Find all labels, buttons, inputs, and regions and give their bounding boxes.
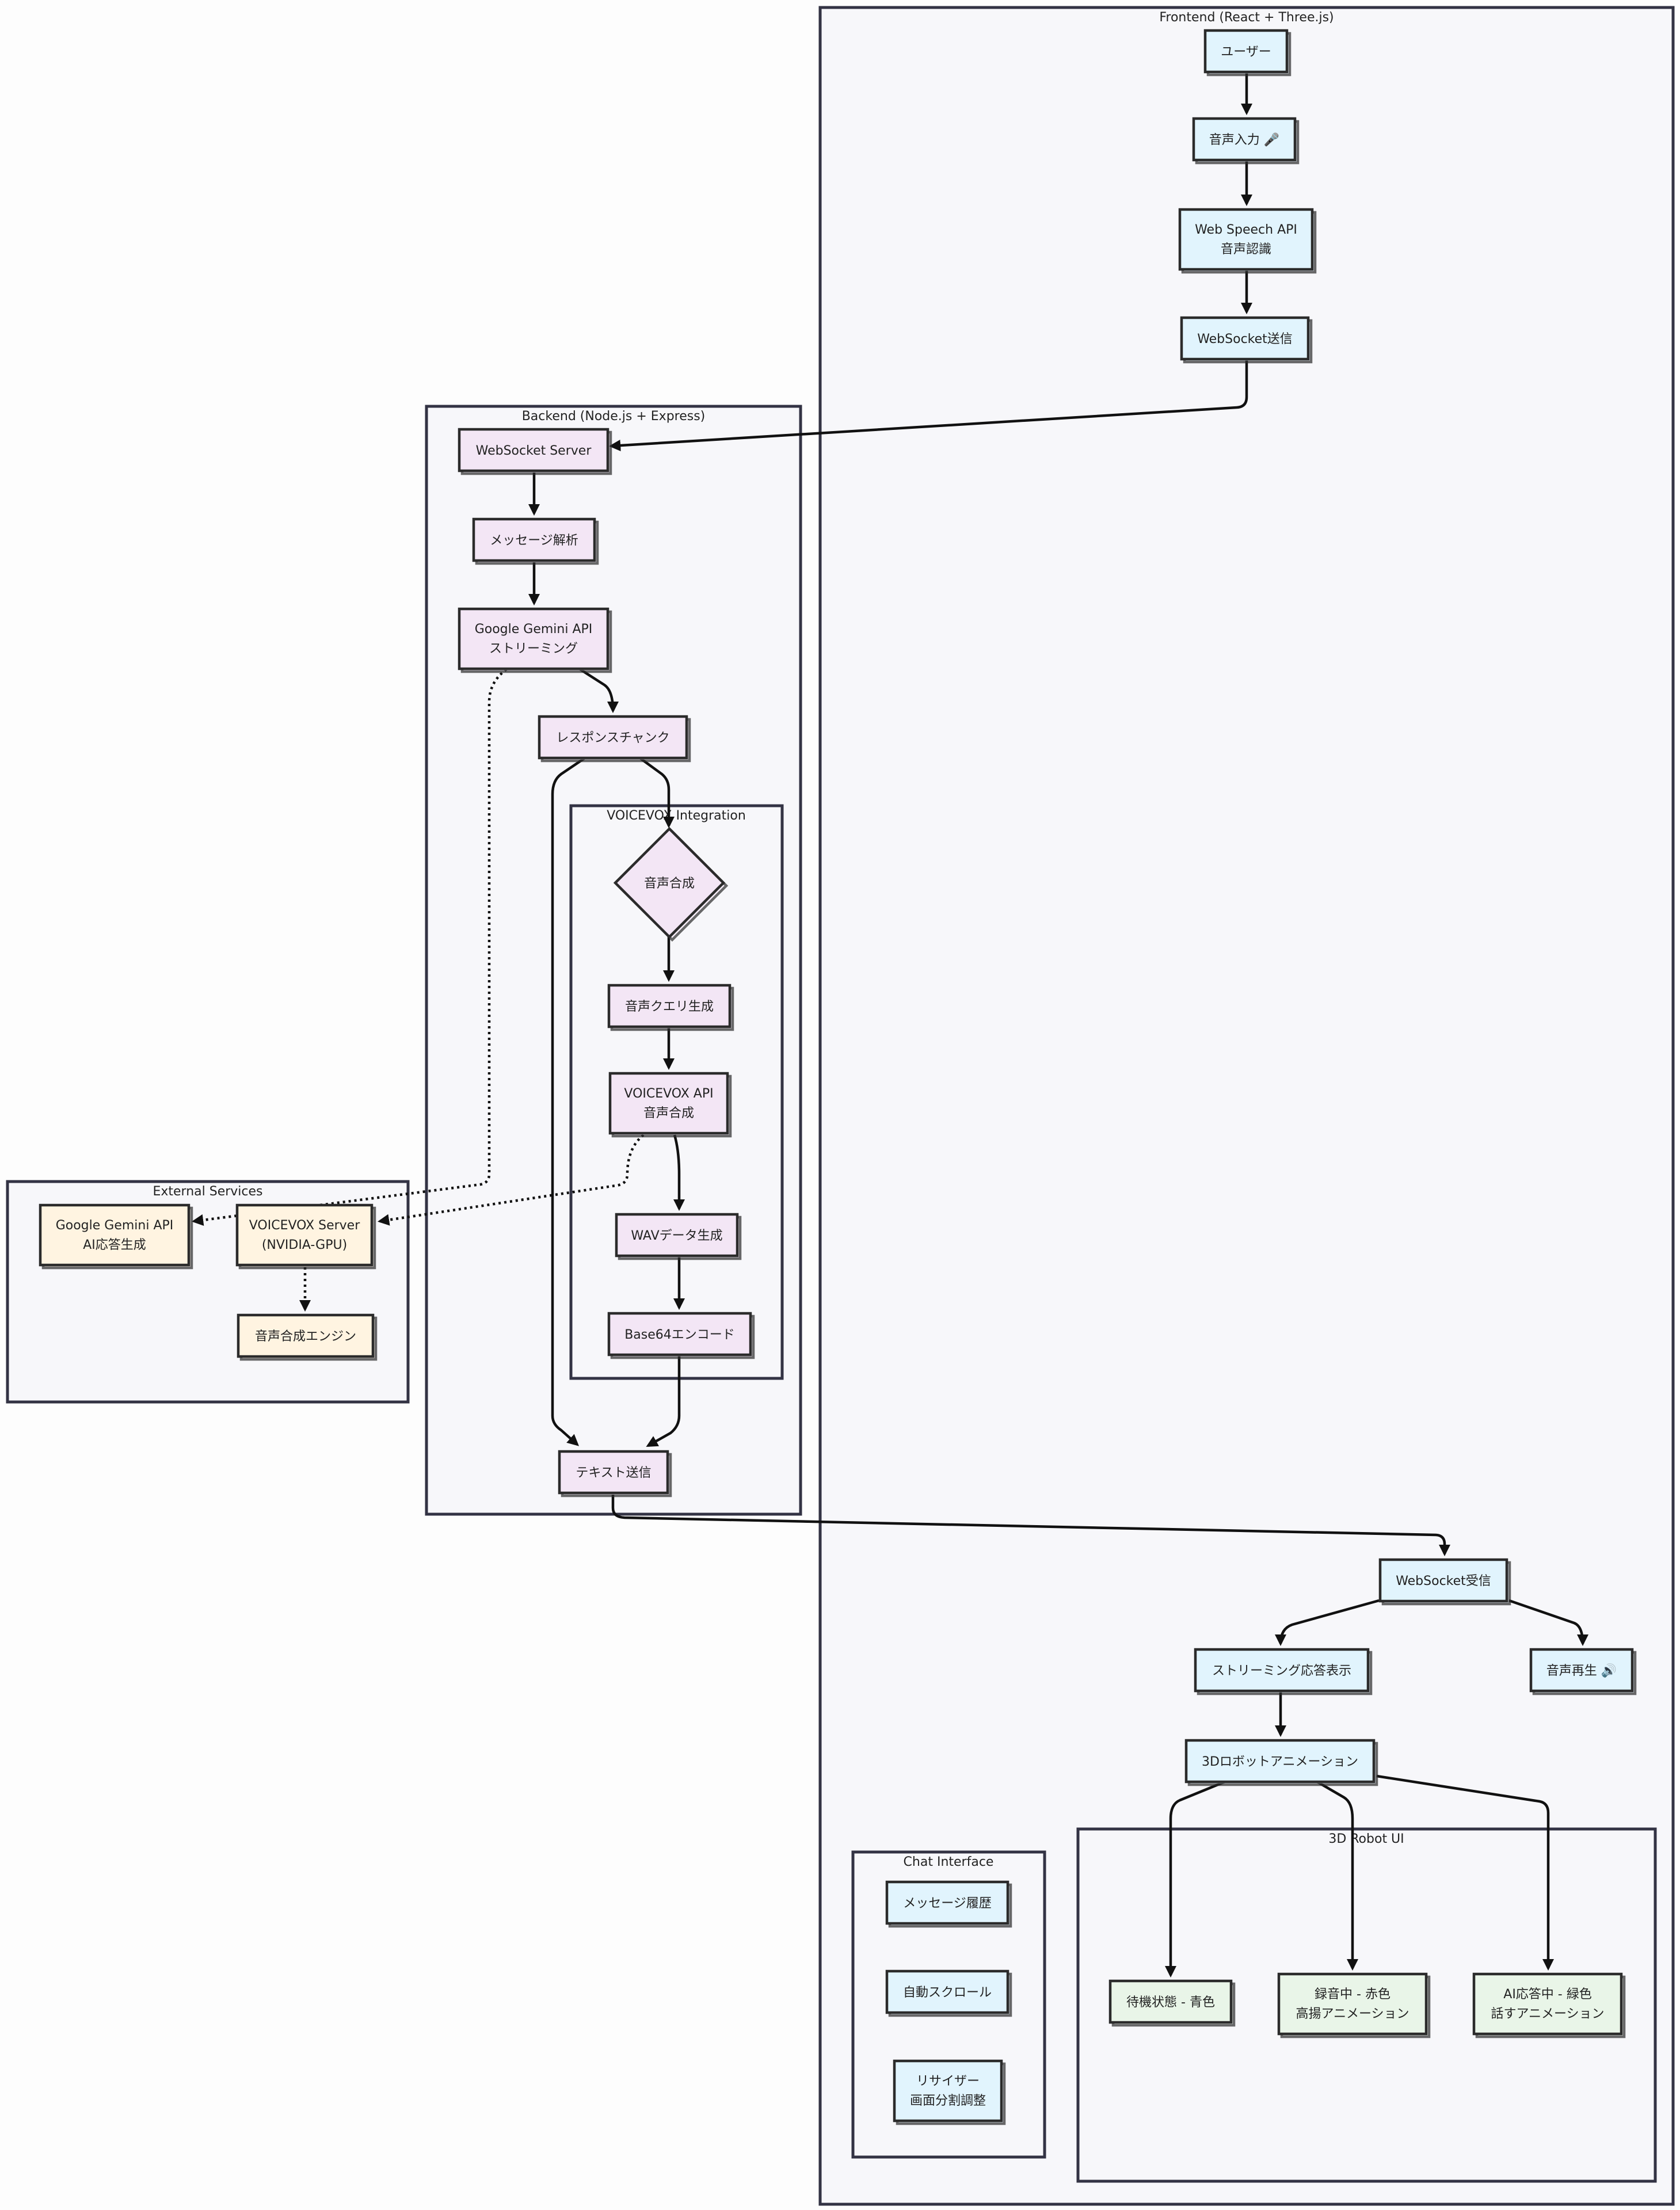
node-gemini-stream: Google Gemini API ストリーミング <box>458 607 612 673</box>
edge-chunk-synth <box>639 757 675 829</box>
node-ext-gemini-line1: Google Gemini API <box>56 1218 174 1233</box>
node-ai-responding-line2: 話すアニメーション <box>1491 2007 1604 2021</box>
cluster-external-label: External Services <box>153 1184 262 1199</box>
edge-voicevox-api-wav <box>673 1134 685 1211</box>
edge-ws-send-ws-server <box>608 359 1248 452</box>
node-resizer: リサイザー 画面分割調整 <box>893 2059 1006 2125</box>
node-wav-gen: WAVデータ生成 <box>615 1213 742 1260</box>
node-audio-query: 音声クエリ生成 <box>607 984 734 1031</box>
node-auto-scroll: 自動スクロール <box>885 1969 1012 2017</box>
node-audio-query-line1: 音声クエリ生成 <box>625 1000 714 1014</box>
edge-voicevox-api-ext-voicevox <box>377 1134 645 1226</box>
node-wav-gen-line1: WAVデータ生成 <box>631 1229 722 1243</box>
node-ext-voicevox-line1: VOICEVOX Server <box>249 1218 360 1233</box>
node-stream-display-line1: ストリーミング応答表示 <box>1212 1664 1351 1678</box>
edge-gemini-ext-gemini <box>191 668 508 1226</box>
node-voicevox-api-line1: VOICEVOX API <box>624 1087 713 1101</box>
node-recording-line1: 録音中 - 赤色 <box>1315 1987 1391 2002</box>
node-resizer-line1: リサイザー <box>916 2074 980 2089</box>
node-voicevox-api: VOICEVOX API 音声合成 <box>608 1072 732 1138</box>
node-robot-anim-line1: 3Dロボットアニメーション <box>1202 1755 1358 1769</box>
node-ext-voicevox: VOICEVOX Server (NVIDIA-GPU) <box>235 1203 376 1270</box>
node-synth-engine-line1: 音声合成エンジン <box>255 1329 356 1344</box>
node-base64: Base64エンコード <box>607 1312 755 1359</box>
edge-robot-anim-recording <box>1314 1780 1359 1971</box>
node-gemini-stream-line1: Google Gemini API <box>475 622 593 637</box>
node-base64-line1: Base64エンコード <box>624 1328 735 1342</box>
node-recording: 録音中 - 赤色 高揚アニメーション <box>1277 1972 1431 2038</box>
node-ws-receive: WebSocket受信 <box>1378 1558 1511 1606</box>
edge-robot-anim-ai <box>1376 1774 1555 1971</box>
edge-gemini-response-chunk <box>579 668 619 714</box>
node-voicevox-api-line2: 音声合成 <box>643 1106 694 1121</box>
node-ai-responding: AI応答中 - 緑色 話すアニメーション <box>1472 1972 1626 2038</box>
edge-chunk-text-send <box>551 757 585 1446</box>
node-audio-play-line1: 音声再生 🔊 <box>1546 1663 1617 1678</box>
node-text-send-line1: テキスト送信 <box>576 1466 651 1480</box>
cluster-voicevox-label: VOICEVOX Integration <box>607 809 746 823</box>
node-resizer-line2: 画面分割調整 <box>910 2094 986 2108</box>
node-ws-server-line1: WebSocket Server <box>476 444 592 458</box>
node-msg-history-line1: メッセージ履歴 <box>903 1896 992 1911</box>
node-recording-line2: 高揚アニメーション <box>1296 2007 1409 2021</box>
node-response-chunk: レスポンスチャンク <box>538 715 691 763</box>
node-voice-input-line1: 音声入力 🎤 <box>1209 132 1279 147</box>
node-ws-send-line1: WebSocket送信 <box>1197 332 1293 346</box>
node-gemini-stream-line2: ストリーミング <box>489 642 578 656</box>
node-ai-responding-line1: AI応答中 - 緑色 <box>1503 1987 1591 2002</box>
node-synth-decision-line1: 音声合成 <box>644 877 695 891</box>
cluster-frontend-label: Frontend (React + Three.js) <box>1159 10 1334 25</box>
node-idle: 待機状態 - 青色 <box>1108 1979 1236 2027</box>
cluster-backend-label: Backend (Node.js + Express) <box>522 409 706 424</box>
node-response-chunk-line1: レスポンスチャンク <box>556 731 669 745</box>
edge-ws-receive-stream-display <box>1274 1599 1380 1647</box>
cluster-chat-label: Chat Interface <box>904 1855 994 1869</box>
node-idle-line1: 待機状態 - 青色 <box>1126 1995 1215 2010</box>
node-user-line1: ユーザー <box>1221 45 1271 59</box>
node-ext-voicevox-line2: (NVIDIA-GPU) <box>262 1238 347 1252</box>
node-msg-history: メッセージ履歴 <box>885 1880 1012 1928</box>
edge-robot-anim-idle <box>1164 1779 1228 1978</box>
node-voice-input: 音声入力 🎤 <box>1192 117 1300 165</box>
node-synth-engine: 音声合成エンジン <box>237 1313 378 1361</box>
node-ws-server: WebSocket Server <box>458 428 612 475</box>
node-web-speech-line1: Web Speech API <box>1195 223 1297 237</box>
node-user: ユーザー <box>1203 29 1292 77</box>
node-ext-gemini-line2: AI応答生成 <box>83 1238 146 1252</box>
edge-text-send-ws-receive <box>611 1495 1451 1557</box>
node-robot-anim: 3Dロボットアニメーション <box>1184 1739 1378 1786</box>
node-stream-display: ストリーミング応答表示 <box>1194 1648 1373 1695</box>
node-audio-play: 音声再生 🔊 <box>1529 1648 1637 1695</box>
node-text-send: テキスト送信 <box>558 1450 672 1498</box>
node-msg-parse-line1: メッセージ解析 <box>490 534 578 548</box>
edge-ws-receive-audio-play <box>1508 1599 1589 1647</box>
cluster-robot-label: 3D Robot UI <box>1328 1832 1404 1846</box>
edges <box>191 73 1589 1978</box>
node-web-speech: Web Speech API 音声認識 <box>1178 208 1317 274</box>
node-web-speech-line2: 音声認識 <box>1221 242 1271 257</box>
node-ws-receive-line1: WebSocket受信 <box>1396 1574 1491 1588</box>
node-msg-parse: メッセージ解析 <box>472 517 599 565</box>
node-ext-gemini: Google Gemini API AI応答生成 <box>39 1203 193 1270</box>
node-synth-decision: 音声合成 <box>613 826 729 942</box>
node-auto-scroll-line1: 自動スクロール <box>903 1986 992 2000</box>
node-ws-send: WebSocket送信 <box>1180 316 1313 364</box>
edge-base64-text-send <box>646 1355 681 1447</box>
